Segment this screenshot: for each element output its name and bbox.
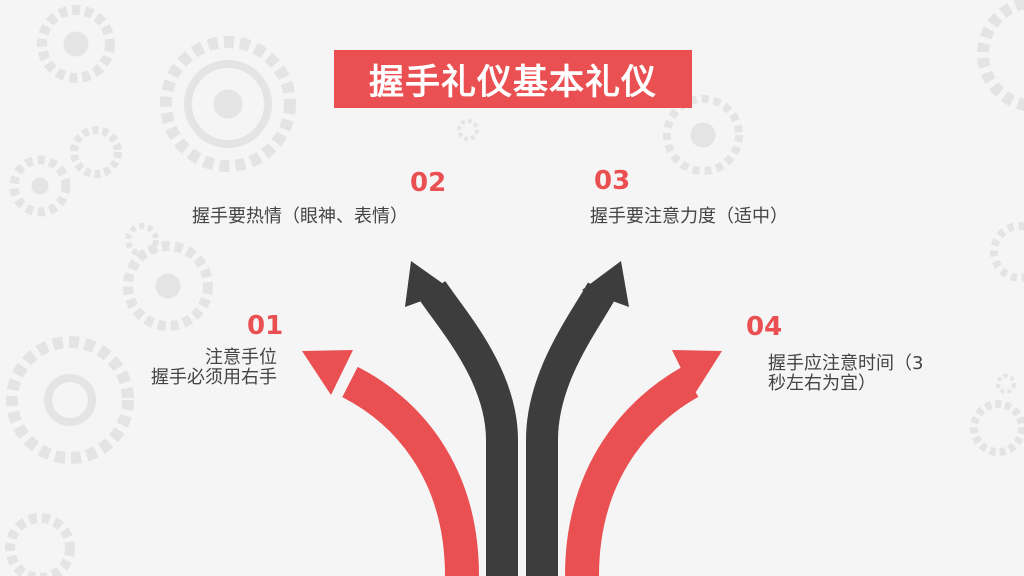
gear-icon: [970, 400, 1024, 456]
gear-icon: [6, 336, 134, 464]
point-04-line-2: 秒左右为宜）: [768, 373, 876, 394]
gear-icon: [5, 513, 75, 576]
gear-icon: [160, 36, 296, 172]
point-01-line-2: 握手必须用右手: [151, 367, 277, 388]
point-description-03: 握手要注意力度（适中）: [590, 207, 788, 227]
gear-icon: [990, 222, 1024, 282]
gear-icon: [996, 374, 1016, 394]
gear-icon: [663, 95, 743, 175]
point-description-02: 握手要热情（眼神、表情）: [192, 207, 408, 227]
point-number-04: 04: [746, 312, 783, 342]
arrow-icon: [526, 261, 629, 576]
point-description-01: 注意手位 握手必须用右手: [151, 348, 277, 388]
arrow-icon: [565, 350, 722, 576]
gear-icon: [9, 155, 71, 217]
point-number-02: 02: [410, 168, 447, 198]
gear-icon: [37, 5, 115, 83]
gear-icon: [70, 126, 122, 178]
point-number-01: 01: [247, 311, 284, 341]
arrow-icon: [302, 350, 479, 576]
point-description-04: 握手应注意时间（3 秒左右为宜）: [768, 354, 923, 394]
arrow-icon: [405, 261, 518, 576]
point-01-line-1: 注意手位: [205, 347, 277, 368]
page-title: 握手礼仪基本礼仪: [368, 62, 657, 103]
point-04-line-1: 握手应注意时间（3: [768, 353, 924, 374]
point-number-03: 03: [594, 166, 631, 196]
point-02-line-1: 握手要热情（眼神、表情）: [192, 206, 408, 227]
gear-icon: [457, 119, 479, 141]
gear-icon: [123, 241, 213, 331]
point-03-line-1: 握手要注意力度（适中）: [590, 206, 788, 227]
title-banner: 握手礼仪基本礼仪: [334, 50, 692, 108]
gear-icon: [125, 223, 159, 257]
